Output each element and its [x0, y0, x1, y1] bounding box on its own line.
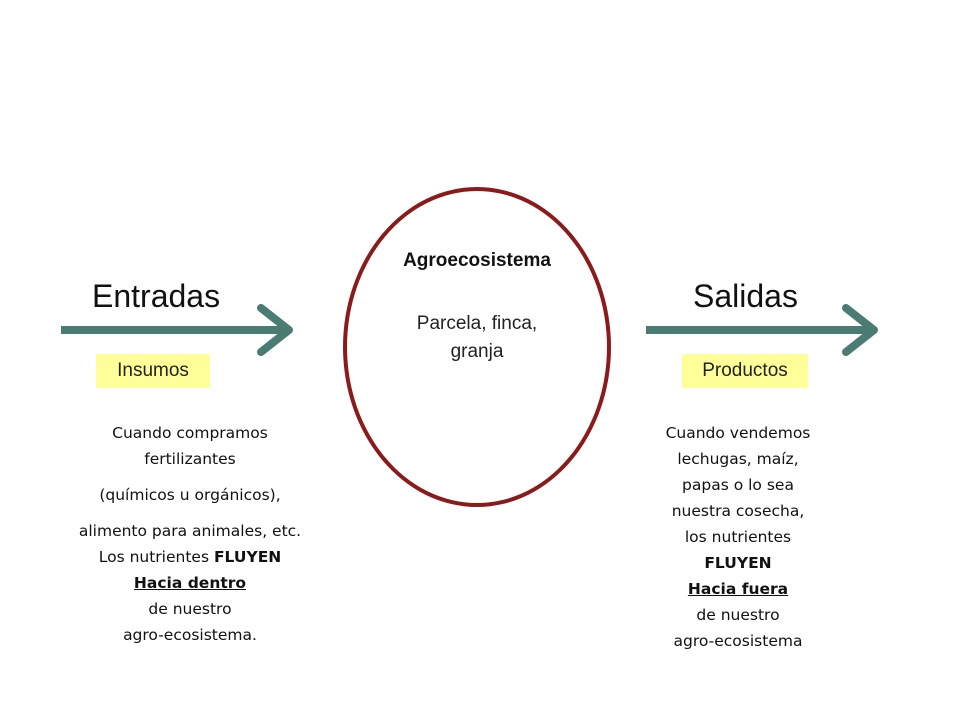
outputs-desc-direction: Hacia fuera — [687, 580, 789, 598]
inputs-desc-line1: Cuando compramos — [112, 424, 268, 442]
outputs-desc-line9: agro-ecosistema — [673, 632, 803, 650]
agroecosystem-subtitle-line1: Parcela, finca, — [416, 313, 538, 334]
agroecosystem-subtitle-line2: granja — [450, 341, 504, 362]
outputs-desc-line3: papas o lo sea — [682, 476, 794, 494]
inputs-desc-line2: fertilizantes — [144, 450, 236, 468]
inputs-tag: Insumos — [96, 354, 210, 388]
agroecosystem-circle — [343, 187, 611, 507]
inputs-heading: Entradas — [92, 278, 221, 314]
inputs-desc-line5-flow: FLUYEN — [213, 548, 282, 566]
outputs-desc-line8: de nuestro — [696, 606, 780, 624]
outputs-desc-line1: Cuando vendemos — [665, 424, 811, 442]
agroecosystem-subtitle: Parcela, finca, granja — [343, 310, 611, 366]
outputs-desc-line2: lechugas, maíz, — [677, 450, 799, 468]
inputs-desc-line7: de nuestro — [148, 600, 232, 618]
inputs-desc-line8: agro-ecosistema. — [123, 626, 257, 644]
inputs-desc-line3: (químicos u orgánicos), — [99, 486, 281, 504]
outputs-desc-flow: FLUYEN — [704, 554, 772, 572]
outputs-desc-line5: los nutrientes — [684, 528, 792, 546]
outputs-tag: Productos — [682, 354, 808, 388]
outputs-desc-line4: nuestra cosecha, — [671, 502, 805, 520]
outputs-description: Cuando vendemos lechugas, maíz, papas o … — [598, 420, 878, 654]
inputs-desc-line4: alimento para animales, etc. — [78, 522, 302, 540]
inputs-description: Cuando compramos fertilizantes (químicos… — [20, 420, 360, 648]
agroecosystem-title: Agroecosistema — [403, 250, 551, 271]
outputs-arrow-icon — [646, 304, 878, 356]
inputs-desc-line5-prefix: Los nutrientes — [98, 548, 214, 566]
inputs-arrow-icon — [61, 304, 293, 356]
inputs-desc-direction: Hacia dentro — [133, 574, 247, 592]
inputs-desc-line5: Los nutrientes FLUYEN — [20, 544, 360, 570]
outputs-heading: Salidas — [693, 278, 798, 314]
